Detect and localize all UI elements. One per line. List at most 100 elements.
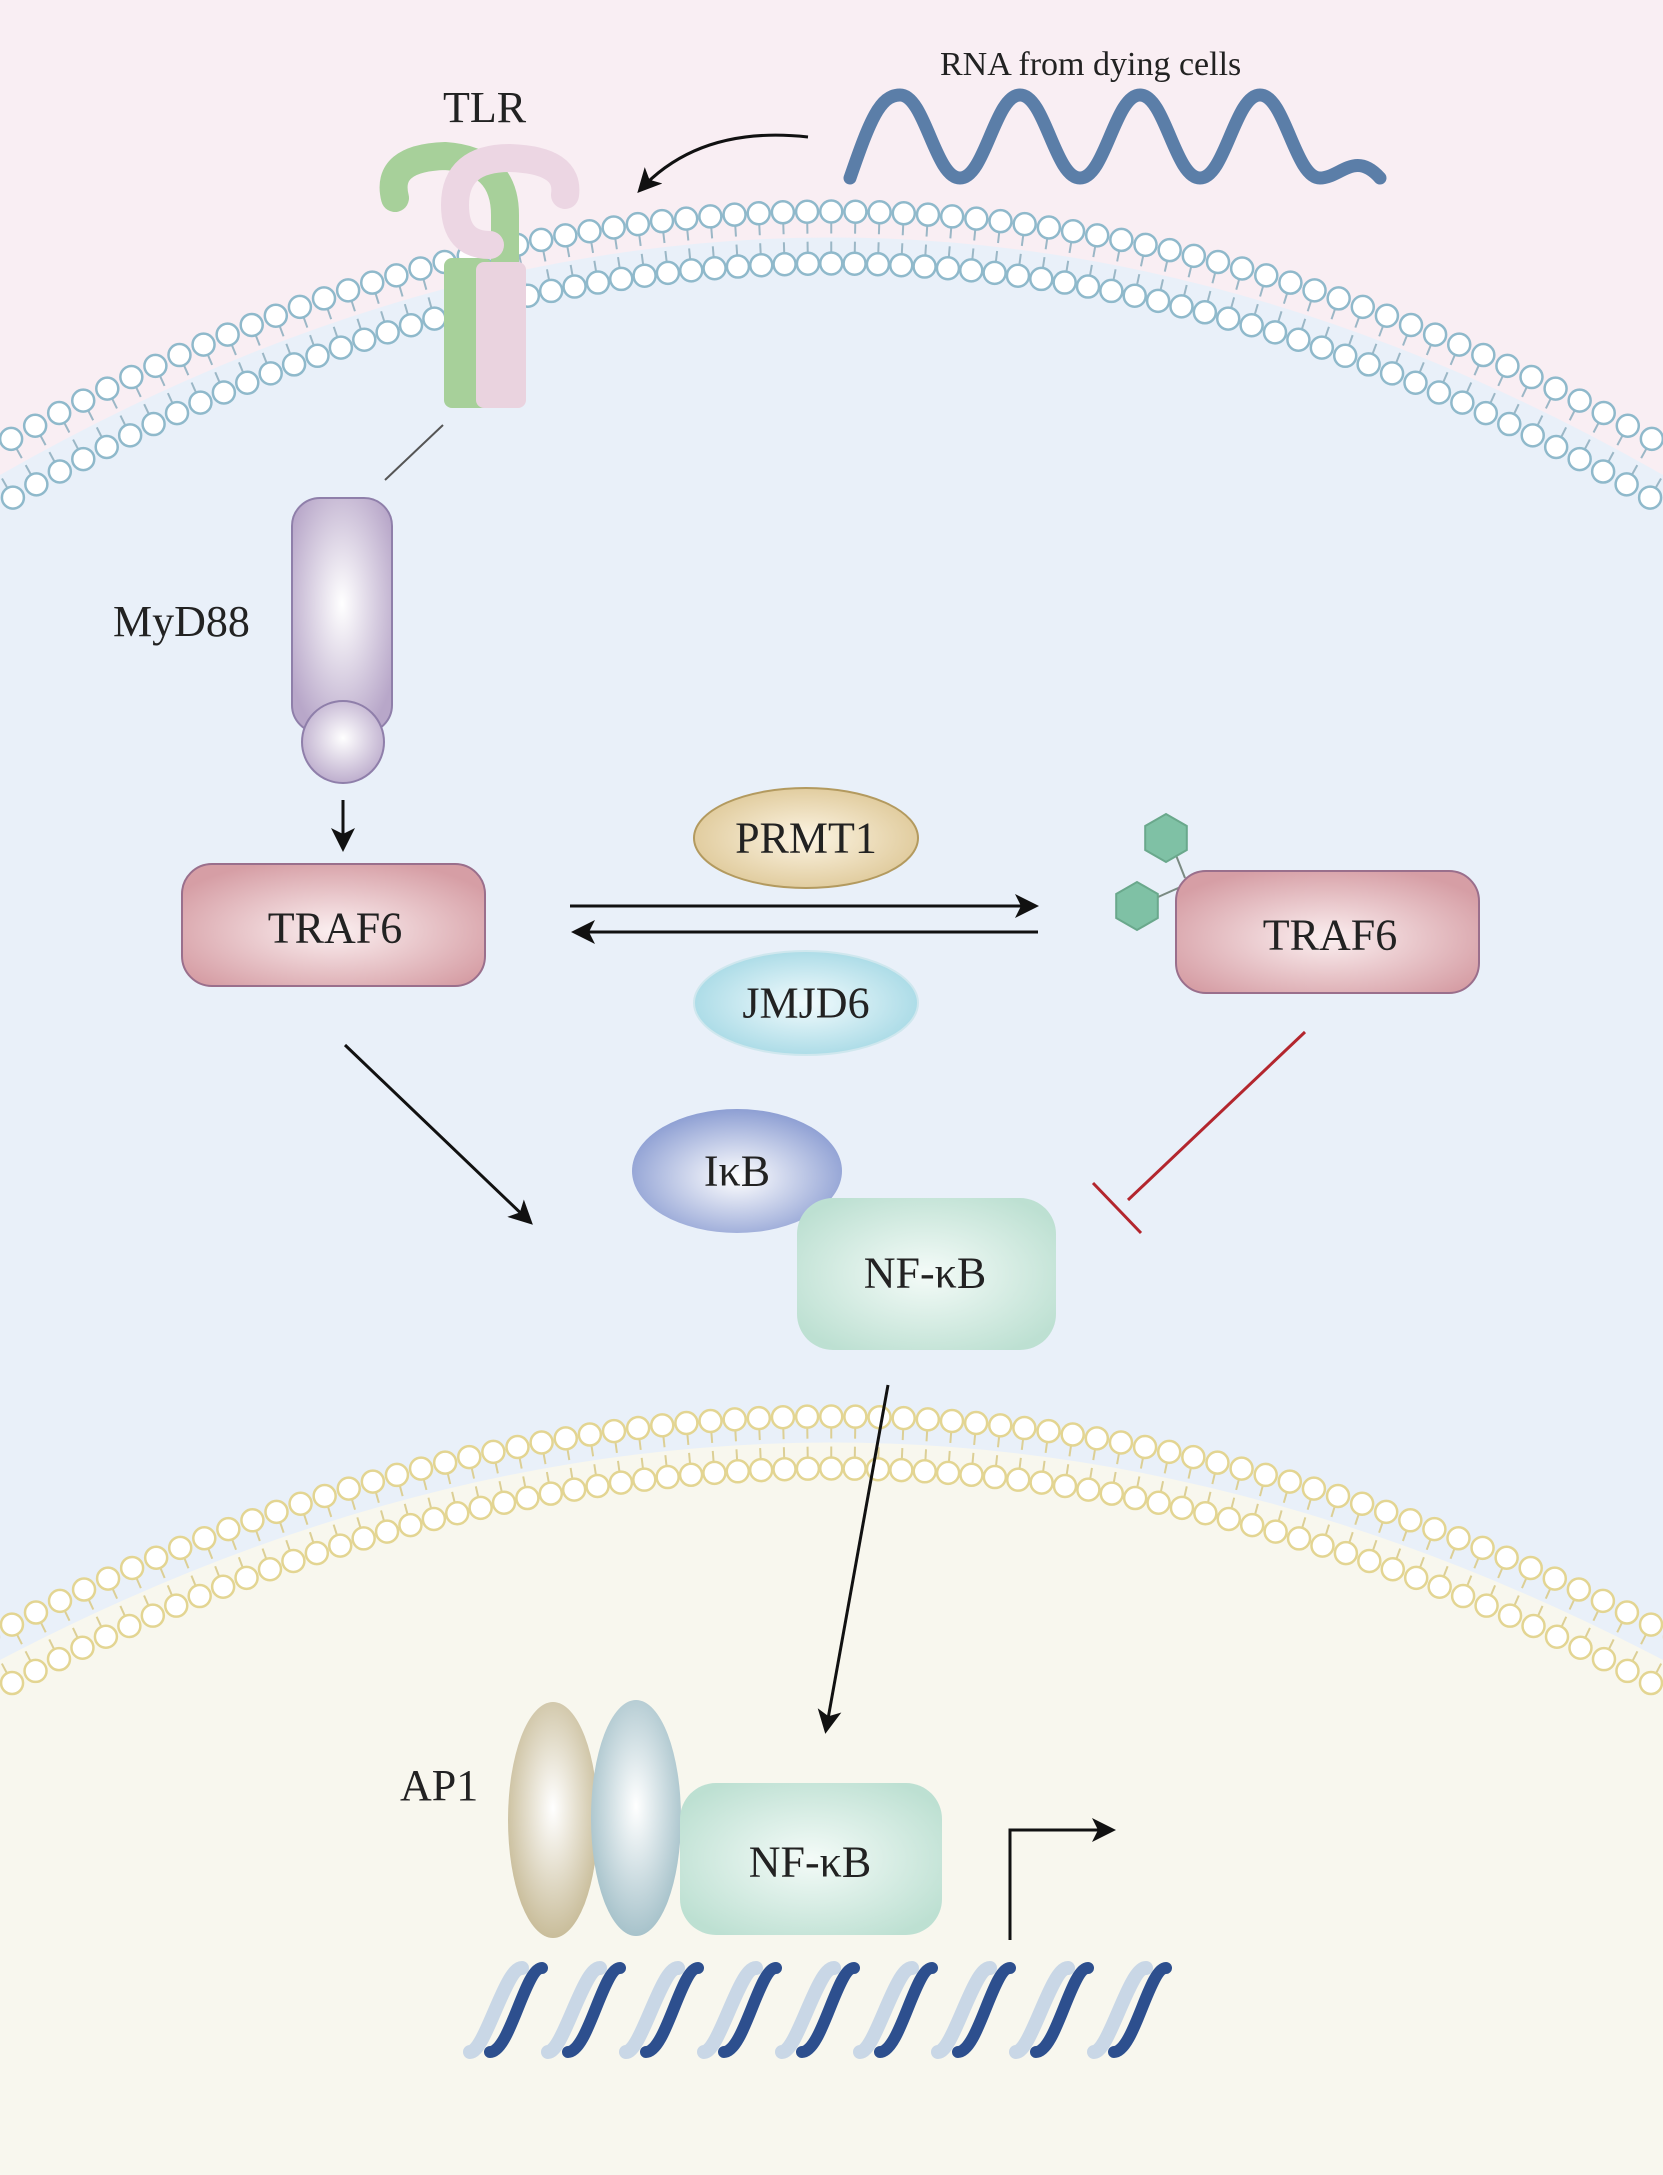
cell-membrane-lipid-head-inner [655,260,681,286]
cell-membrane-lipid-head-outer [964,206,989,231]
myd88-label: MyD88 [113,597,250,646]
nuclear-membrane-lipid-head-outer [1301,1476,1327,1501]
nuclear-membrane-lipid-head-inner [1052,1473,1078,1499]
cell-membrane-lipid-head-inner [47,459,73,484]
nuclear-membrane-lipid-head-inner [444,1500,470,1526]
cell-membrane-lipid-head-inner [1286,327,1311,353]
cell-membrane-lipid-head-inner [889,252,914,278]
cell-membrane-lipid-head-inner [211,380,237,405]
nuclear-membrane-lipid-head-inner [257,1556,283,1582]
nuclear-membrane-lipid-head-outer [1253,1462,1278,1488]
nuclear-membrane-lipid-head-inner [304,1540,330,1566]
cell-membrane-lipid-head-inner [188,390,213,415]
dna-back-strand [853,1961,919,2059]
cell-membrane-lipid-head-outer [988,208,1013,234]
cell-membrane-lipid-head-inner [608,266,634,292]
nuclear-membrane-lipid-head-inner [117,1613,142,1639]
cell-membrane-lipid-head-inner [1450,390,1475,415]
rna-to-tlr-arrow [637,133,809,193]
nuclear-membrane-lipid-head-inner [1076,1477,1101,1502]
cell-membrane-lipid-head-outer [1157,237,1182,263]
nuclear-membrane-lipid-head-inner [1216,1506,1242,1532]
nuclear-membrane-lipid-head-outer [939,1408,965,1434]
cell-membrane-lipid-head-outer [1036,215,1062,240]
cell-membrane-lipid-head-outer [1471,342,1496,368]
nuclear-membrane-lipid-head-inner [491,1490,517,1515]
nuclear-membrane-lipid-head-inner [0,1670,25,1696]
cell-membrane-lipid-head-outer [1398,312,1424,338]
nuclear-membrane [0,1404,1663,1696]
cell-membrane-lipid-head-outer [46,400,72,426]
cell-membrane-lipid-head-inner [632,263,657,288]
nuclear-membrane-lipid-head-outer [95,1566,121,1591]
ap1-label: AP1 [400,1761,478,1810]
nuclear-membrane-lipid-head-inner [46,1646,72,1672]
cell-membrane-lipid-head-outer [698,204,723,229]
cell-membrane-lipid-head-inner [1145,288,1171,314]
cell-membrane-lipid-head-inner [1637,485,1663,510]
nuclear-membrane-lipid-head-inner [1638,1670,1663,1696]
nuclear-membrane-lipid-head-inner [398,1512,423,1538]
nuclear-membrane-lipid-head-inner [748,1457,774,1483]
cell-membrane-lipid-head-outer [215,322,240,347]
cell-membrane-lipid-head-outer [528,227,554,253]
tlr-green-domain [379,141,519,289]
nuclear-membrane-lipid-head-inner [187,1583,212,1609]
nuclear-membrane-lipid-head-outer [240,1508,265,1533]
nuclear-membrane-lipid-head-inner [795,1456,821,1481]
cell-membrane-lipid-head-outer [1495,353,1520,379]
nuclear-membrane-lipid-head-outer [770,1404,796,1430]
dna-front-strand [484,1962,548,2058]
cell-membrane-lipid-head-outer [408,256,433,281]
nuclear-membrane-lipid-head-outer [1012,1415,1037,1441]
nuclear-membrane-lipid-head-outer [529,1430,554,1455]
nuclear-membrane-lipid-head-inner [655,1464,680,1490]
cell-membrane-lipid-head-outer [1229,256,1255,281]
nuclear-membrane-lipid-head-inner [1029,1470,1054,1495]
cell-membrane-lipid-head-outer [1254,263,1279,288]
cell-membrane-lipid-head-outer [1422,322,1448,347]
nuclear-membrane-lipid-head-inner [1169,1495,1195,1521]
nuclear-membrane-lipid-head-inner [1403,1565,1429,1591]
nuclear-membrane-lipid-head-outer [674,1410,699,1436]
transcription-start-arrow [1008,1818,1116,1940]
nuclear-membrane-lipid-head-outer [963,1410,989,1436]
cell-membrane-lipid-head-outer [746,201,771,226]
cell-membrane-lipid-head-outer [335,278,361,303]
nuclear-membrane-lipid-head-outer [843,1404,868,1429]
nuclear-membrane-lipid-head-inner [1450,1583,1476,1609]
cell-membrane-lipid-head-inner [562,274,587,299]
dna-double-helix [463,1961,1172,2059]
cell-membrane-lipid-head-outer [1109,227,1134,253]
traf6-right-label: TRAF6 [1263,911,1397,960]
nuclear-membrane-lipid-head-inner [1544,1624,1570,1649]
nuclear-membrane-lipid-head-inner [421,1506,447,1532]
cell-membrane-lipid-head-outer [722,202,747,227]
nuclear-membrane-lipid-head-outer [1494,1545,1519,1570]
nuclear-membrane-lipid-head-outer [553,1426,578,1451]
nuclear-membrane-lipid-head-inner [1005,1467,1031,1492]
nuclear-membrane-lipid-head-inner [1239,1512,1265,1538]
nuclear-membrane-lipid-head-inner [164,1593,189,1618]
nfkb-translocation-arrow [817,1384,890,1734]
cell-membrane-lipid-head-inner [422,306,447,331]
nuclear-membrane-lipid-head-outer [1542,1566,1568,1591]
methyl-group-hexagon-1 [1144,812,1188,864]
cell-membrane-lipid-head-outer [1205,249,1231,275]
nuclear-membrane-lipid-head-inner [1193,1500,1218,1526]
nuclear-membrane-lipid-head-outer [360,1469,386,1494]
cell-membrane-lipid-head-inner [1122,283,1147,308]
methyl-groups [1115,812,1188,932]
cell-membrane-lipid-head-inner [1052,270,1077,295]
cell-membrane-lipid-head-outer [553,223,578,248]
cell-membrane-lipid-head-inner [959,258,984,283]
nuclear-membrane-lipid-head-inner [234,1565,259,1591]
cell-membrane-lipid-head-inner [235,370,260,395]
nuclear-membrane-lipid-head-outer [1446,1526,1471,1551]
cell-membrane-lipid-head-inner [375,320,400,345]
rna-wave [843,88,1387,185]
nuclear-membrane-lipid-head-outer [1060,1422,1085,1447]
cell-membrane-lipid-head-inner [1262,320,1288,345]
cell-membrane-lipid-head-outer [915,202,941,227]
myd88-death-domain [301,700,385,784]
